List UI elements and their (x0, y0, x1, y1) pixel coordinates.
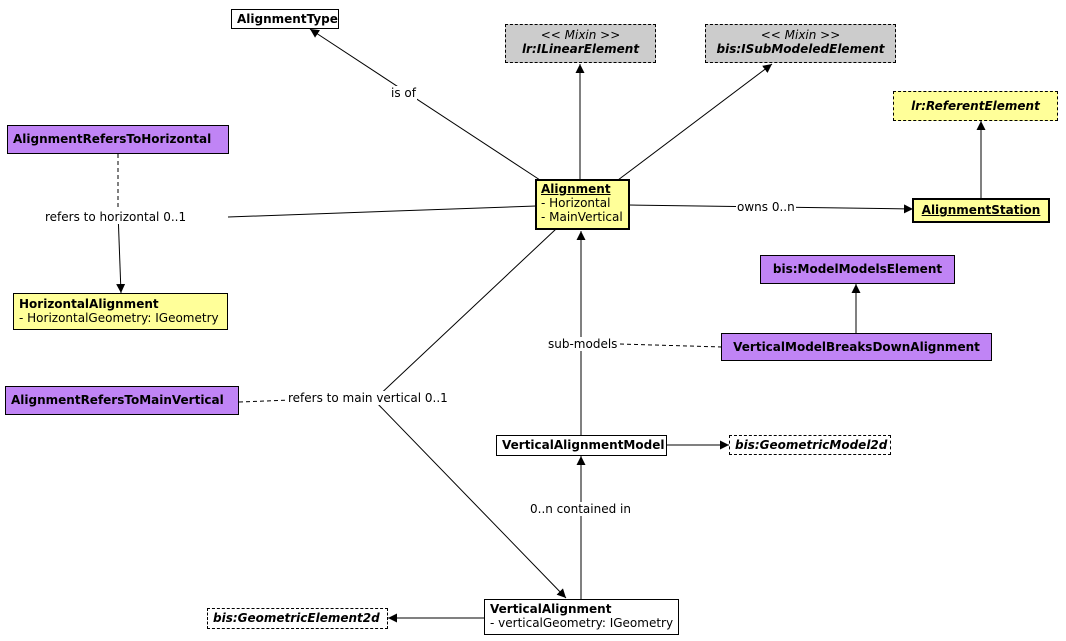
referentelement-title: lr:ReferentElement (911, 99, 1040, 113)
verticalmodelbreaksdownalignment-node: VerticalModelBreaksDownAlignment (721, 333, 992, 361)
referentelement-node: lr:ReferentElement (893, 91, 1058, 121)
geometricmodel2d-title: bis:GeometricModel2d (735, 438, 888, 452)
alignment-attr-horizontal: - Horizontal (541, 196, 611, 210)
edge-label-contained-in: 0..n contained in (529, 502, 632, 516)
geometricelement2d-title: bis:GeometricElement2d (213, 611, 380, 625)
alignment-node: Alignment - Horizontal - MainVertical (535, 179, 630, 230)
isubmodeledelement-title: bis:ISubModeledElement (716, 42, 885, 56)
horizontalalignment-node: HorizontalAlignment - HorizontalGeometry… (13, 293, 228, 330)
ilinearelement-stereotype: << Mixin >> (540, 28, 621, 42)
verticalalignmentmodel-node: VerticalAlignmentModel (496, 435, 667, 456)
isubmodeledelement-stereotype: << Mixin >> (760, 28, 841, 42)
edge-alignment-refers-to-main-vertical (373, 228, 567, 599)
ilinearelement-node: << Mixin >> lr:ILinearElement (505, 24, 656, 63)
alignmentrefersto-mainvertical-node: AlignmentRefersToMainVertical (5, 386, 239, 415)
alignmentstation-title: AlignmentStation (921, 203, 1041, 217)
edge-sub-models-dashed (619, 343, 723, 348)
modelmodelselement-node: bis:ModelModelsElement (760, 255, 955, 284)
alignment-title: Alignment (541, 182, 611, 196)
ilinearelement-title: lr:ILinearElement (521, 42, 640, 56)
alignmentstation-node: AlignmentStation (912, 198, 1050, 223)
edge-alignment-to-alignmenttype (309, 28, 541, 181)
alignmentrefersto-horizontal-node: AlignmentRefersToHorizontal (7, 125, 229, 154)
edge-reltomainvertical-dashed (238, 399, 293, 403)
verticalalignment-attr: - verticalGeometry: IGeometry (490, 616, 674, 630)
edge-alignment-refers-to-horizontal (227, 205, 537, 218)
verticalalignmentmodel-title: VerticalAlignmentModel (502, 438, 665, 452)
alignmenttype-title: AlignmentType (237, 12, 338, 26)
verticalmodelbreaksdownalignment-title: VerticalModelBreaksDownAlignment (733, 340, 980, 354)
edge-label-refers-to-main-vertical: refers to main vertical 0..1 (287, 391, 449, 405)
horizontalalignment-title: HorizontalAlignment (19, 297, 159, 311)
verticalalignment-node: VerticalAlignment - verticalGeometry: IG… (484, 599, 679, 635)
edge-label-sub-models: sub-models (547, 337, 619, 351)
alignmentrefersto-horizontal-title: AlignmentRefersToHorizontal (13, 132, 212, 146)
modelmodelselement-title: bis:ModelModelsElement (772, 262, 943, 276)
edge-label-refers-to-horizontal: refers to horizontal 0..1 (44, 210, 188, 224)
geometricelement2d-node: bis:GeometricElement2d (207, 608, 388, 629)
edge-alignment-to-isubmodeledelement (617, 63, 773, 181)
edge-to-horizontalalignment (116, 211, 126, 294)
isubmodeledelement-node: << Mixin >> bis:ISubModeledElement (705, 24, 896, 63)
horizontalalignment-attr: - HorizontalGeometry: IGeometry (19, 311, 219, 325)
edge-label-is-of: is of (390, 86, 417, 100)
alignmentrefersto-mainvertical-title: AlignmentRefersToMainVertical (11, 393, 224, 407)
alignment-attr-mainvertical: - MainVertical (541, 210, 623, 224)
edge-label-owns: owns 0..n (736, 200, 796, 214)
alignmenttype-node: AlignmentType (231, 9, 339, 29)
geometricmodel2d-node: bis:GeometricModel2d (729, 435, 891, 455)
verticalalignment-title: VerticalAlignment (490, 602, 612, 616)
